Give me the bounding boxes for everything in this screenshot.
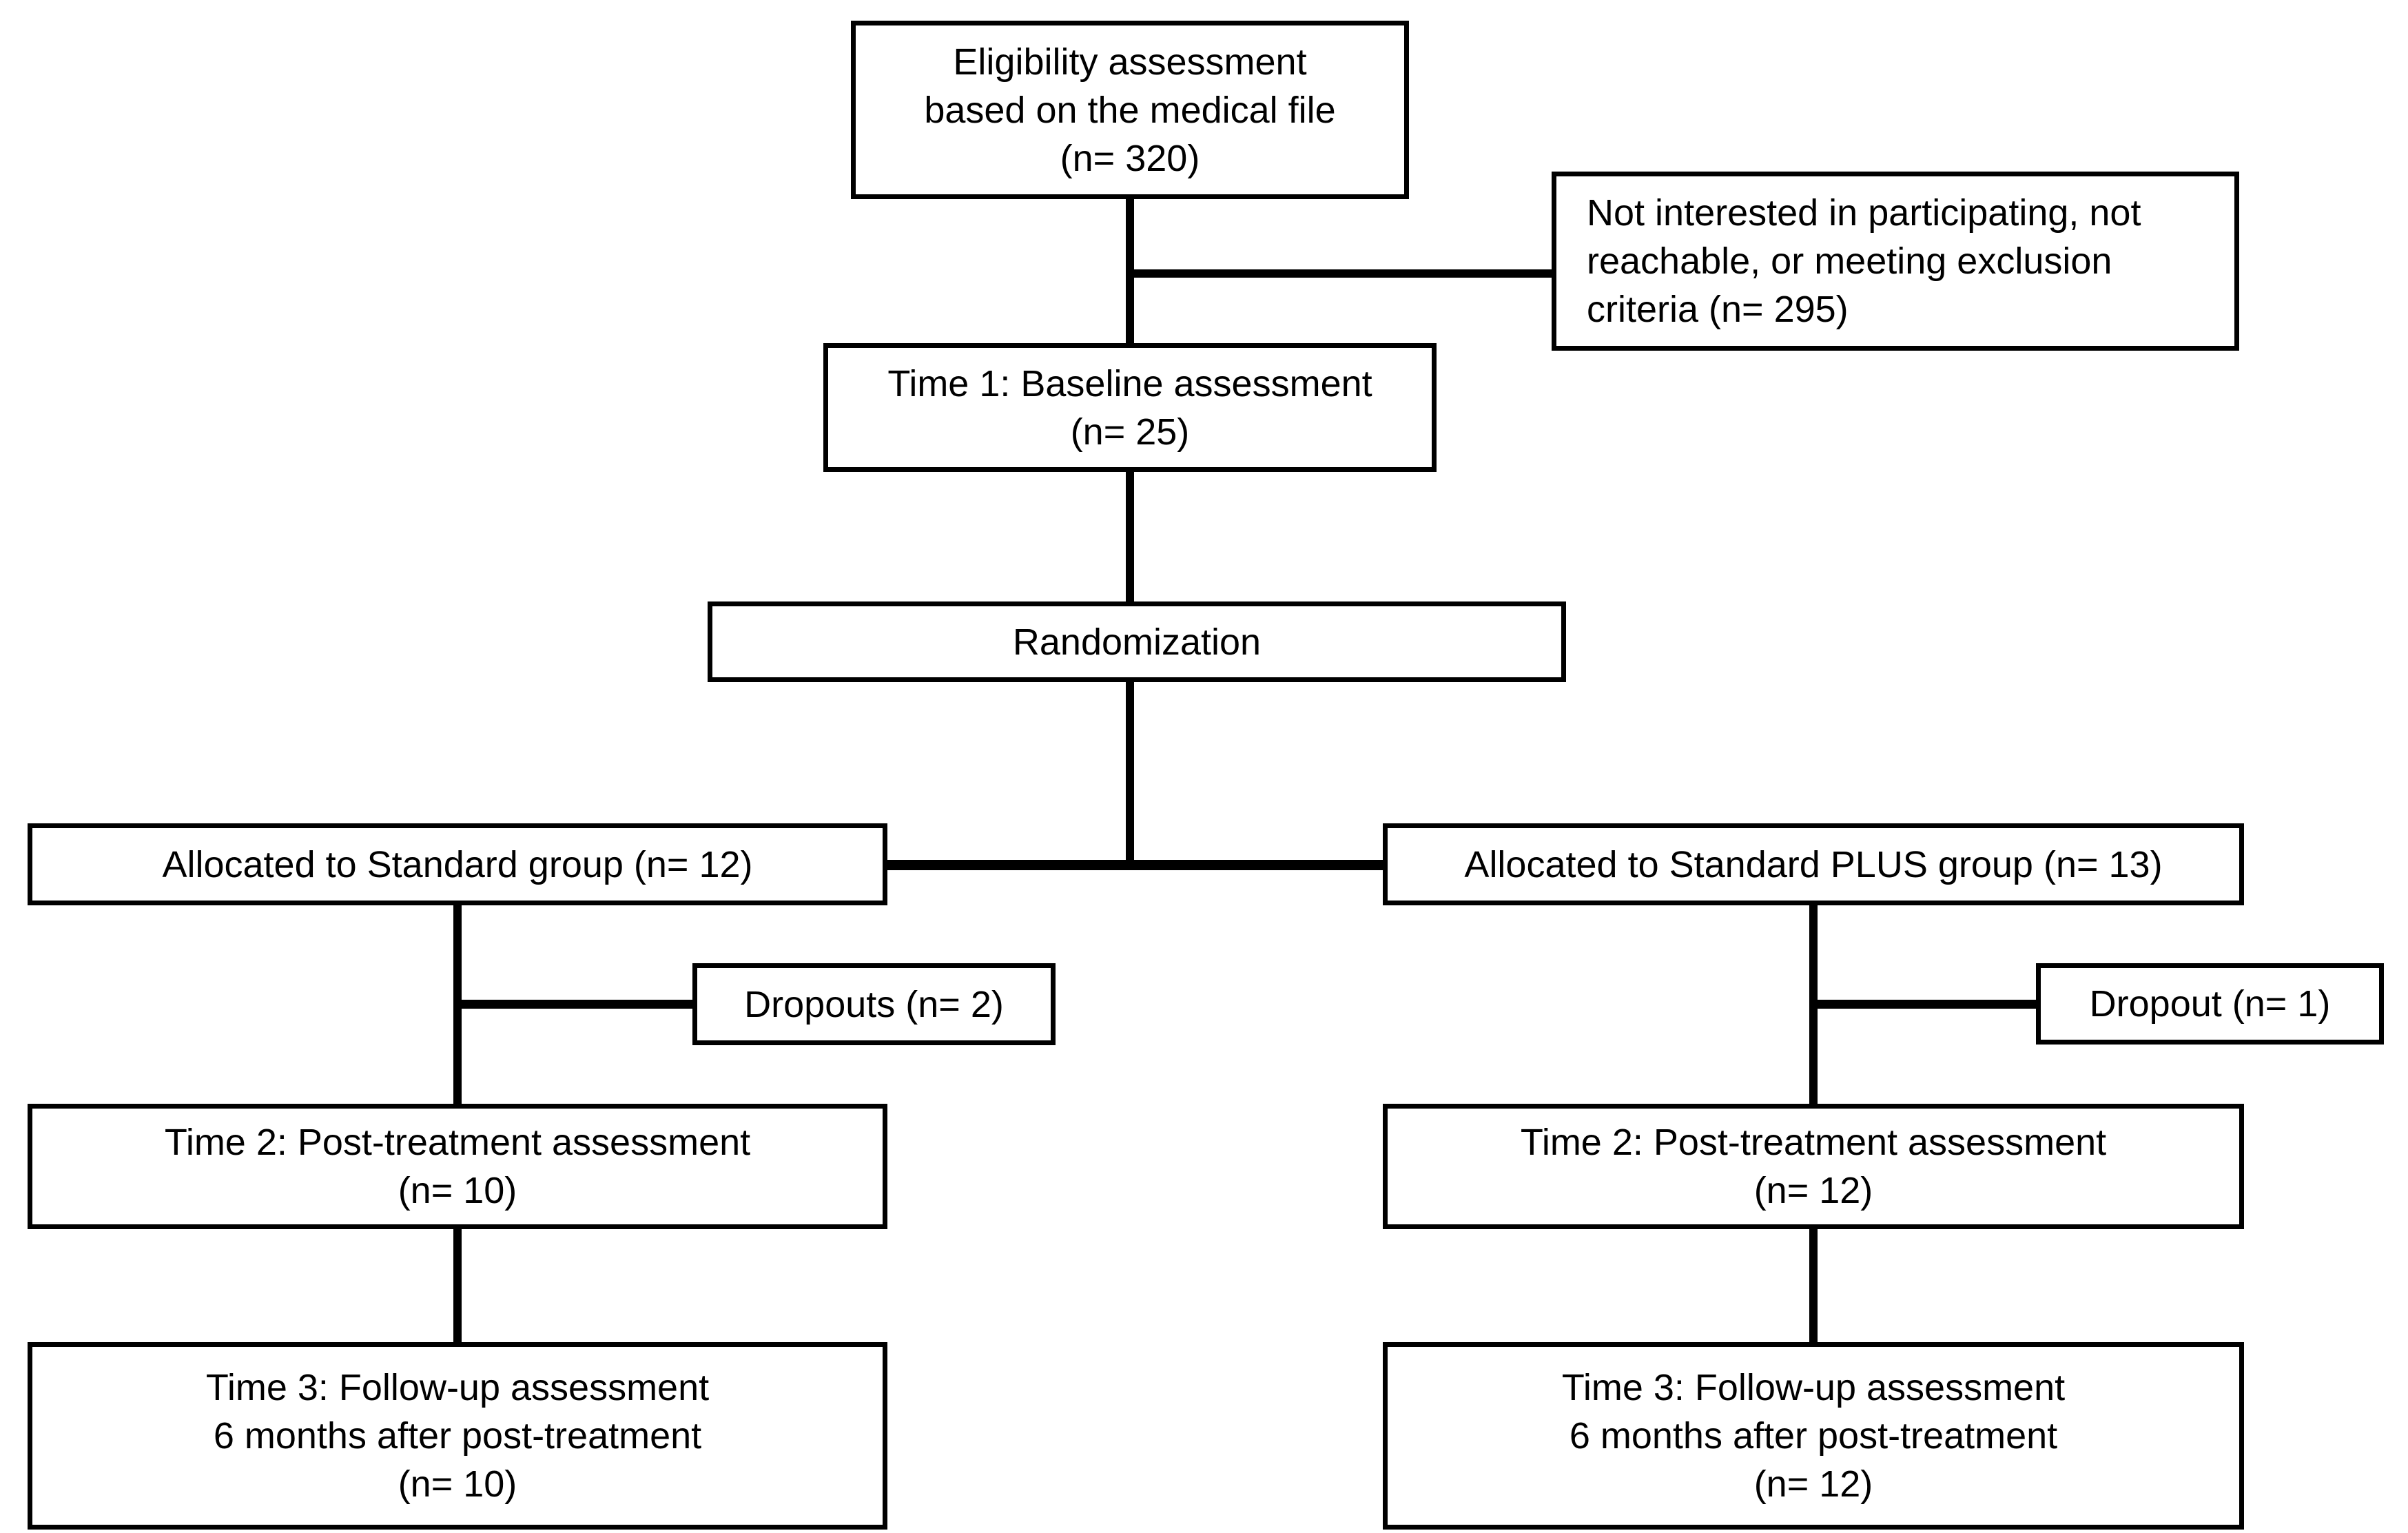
connector-branch-to-dropouts-standard	[457, 1000, 695, 1009]
dropout-plus-box: Dropout (n= 1)	[2036, 963, 2384, 1045]
box-text-line: reachable, or meeting exclusion	[1587, 240, 2112, 282]
connector-branch-to-dropout-plus	[1813, 1000, 2039, 1009]
randomization-box: Randomization	[708, 601, 1566, 682]
box-text-line: (n= 12)	[1753, 1463, 1873, 1505]
box-text-line: based on the medical file	[924, 89, 1336, 131]
box-text-line: Allocated to Standard group (n= 12)	[162, 843, 753, 885]
connector-randomization-to-allocation	[1126, 679, 1134, 865]
box-text-line: Eligibility assessment	[953, 41, 1307, 83]
box-text-line: Time 3: Follow-up assessment	[1561, 1367, 2066, 1408]
allocated-standard-group-box: Allocated to Standard group (n= 12)	[28, 823, 887, 905]
box-text-line: (n= 10)	[398, 1170, 517, 1211]
connector-branch-to-exclusion	[1126, 269, 1556, 278]
box-text-line: (n= 25)	[1070, 411, 1190, 453]
time1-baseline-assessment-box: Time 1: Baseline assessment (n= 25)	[823, 343, 1437, 472]
time2-post-treatment-plus-box: Time 2: Post-treatment assessment (n= 12…	[1383, 1104, 2244, 1229]
exclusion-reasons-box: Not interested in participating, not rea…	[1552, 172, 2239, 351]
box-text-line: Time 2: Post-treatment assessment	[164, 1122, 751, 1163]
box-text-line: Allocated to Standard PLUS group (n= 13)	[1464, 843, 2163, 885]
box-text-line: criteria (n= 295)	[1587, 289, 1849, 330]
box-text-line: Dropouts (n= 2)	[744, 983, 1004, 1025]
box-text-line: Time 1: Baseline assessment	[887, 362, 1372, 404]
connector-allocation-split	[885, 860, 1386, 870]
dropouts-standard-box: Dropouts (n= 2)	[692, 963, 1056, 1045]
time3-followup-standard-box: Time 3: Follow-up assessment 6 months af…	[28, 1342, 887, 1530]
box-text-line: Time 3: Follow-up assessment	[205, 1367, 710, 1408]
box-text-line: 6 months after post-treatment	[1569, 1415, 2058, 1457]
allocated-standard-plus-group-box: Allocated to Standard PLUS group (n= 13)	[1383, 823, 2244, 905]
time2-post-treatment-standard-box: Time 2: Post-treatment assessment (n= 10…	[28, 1104, 887, 1229]
box-text-line: (n= 10)	[398, 1463, 517, 1505]
connector-baseline-to-randomization	[1126, 469, 1134, 604]
box-text-line: 6 months after post-treatment	[213, 1415, 702, 1457]
box-text-line: (n= 320)	[1060, 137, 1200, 179]
box-text-line: Not interested in participating, not	[1587, 192, 2141, 234]
connector-post-to-followup-plus	[1809, 1226, 1818, 1345]
eligibility-assessment-box: Eligibility assessment based on the medi…	[851, 21, 1409, 199]
time3-followup-plus-box: Time 3: Follow-up assessment 6 months af…	[1383, 1342, 2244, 1530]
box-text-line: Randomization	[1012, 621, 1262, 663]
box-text-line: (n= 12)	[1753, 1170, 1873, 1211]
connector-post-to-followup-standard	[453, 1226, 462, 1345]
box-text-line: Dropout (n= 1)	[2089, 983, 2331, 1025]
box-text-line: Time 2: Post-treatment assessment	[1520, 1122, 2107, 1163]
